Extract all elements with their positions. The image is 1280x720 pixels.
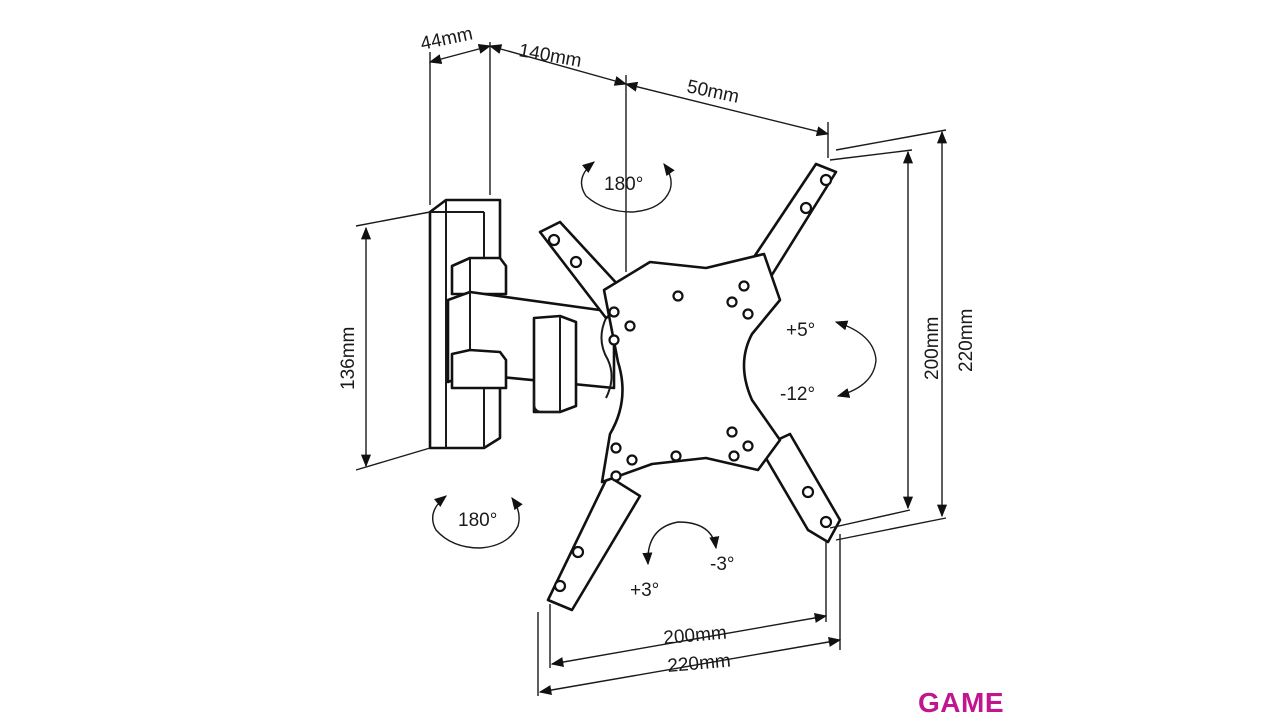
label-wall-height: 136mm (338, 327, 359, 390)
label-top-swivel: 180° (604, 174, 643, 195)
label-depth-arm: 140mm (517, 40, 583, 72)
label-vesa-h-inner: 200mm (922, 317, 943, 380)
label-level-plus: +3° (630, 580, 659, 601)
label-level-minus: -3° (710, 554, 735, 575)
label-tilt-up: +5° (786, 320, 815, 341)
label-vesa-w-inner: 200mm (663, 623, 728, 649)
label-vesa-w-outer: 220mm (667, 651, 732, 677)
label-vesa-h-outer: 220mm (956, 309, 977, 372)
label-depth-plate: 50mm (685, 76, 741, 108)
swivel-arm (446, 256, 616, 414)
label-bottom-swivel: 180° (458, 510, 497, 531)
label-tilt-down: -12° (780, 384, 815, 405)
rotation-arrows (432, 161, 877, 566)
rotation-labels: 180° 180° +5° -12° +3° -3° (458, 174, 815, 601)
label-depth-wall: 44mm (419, 23, 475, 55)
vesa-plate (538, 162, 842, 612)
game-logo: GAME (918, 687, 1004, 718)
